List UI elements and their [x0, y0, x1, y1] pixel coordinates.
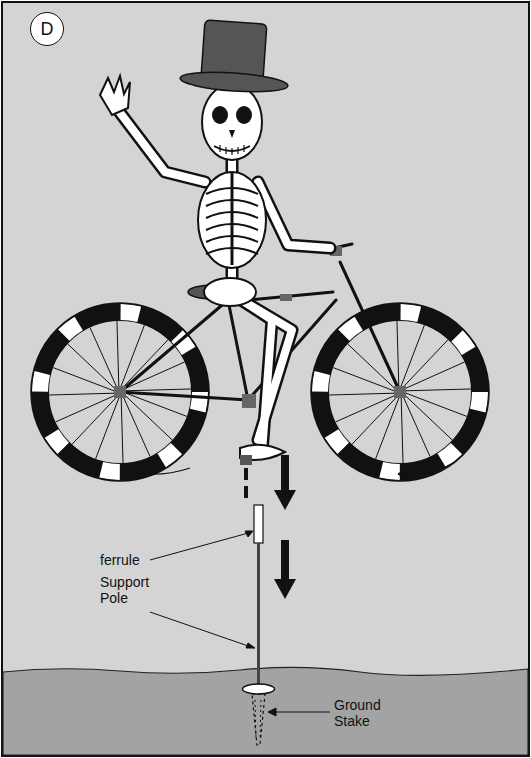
ferrule: [254, 505, 263, 543]
part-label: Support Pole: [100, 574, 160, 606]
bicycle-frame: [114, 244, 406, 408]
skeleton: [100, 76, 330, 460]
part-label: ferrule: [100, 552, 190, 568]
ground: [3, 667, 528, 755]
step-letter: D: [41, 20, 54, 38]
step-letter-circle: D: [30, 12, 64, 46]
bicycle-wheels: [31, 303, 489, 481]
rotation-arrows: [130, 462, 455, 479]
support-pole: [257, 543, 260, 686]
part-label: Ground Stake: [334, 697, 394, 729]
direction-arrows: [274, 455, 296, 599]
skeleton-head: [180, 20, 289, 160]
mounting-assembly: [240, 455, 275, 745]
leader-lines: [150, 531, 330, 716]
ground-stake: [252, 694, 265, 745]
